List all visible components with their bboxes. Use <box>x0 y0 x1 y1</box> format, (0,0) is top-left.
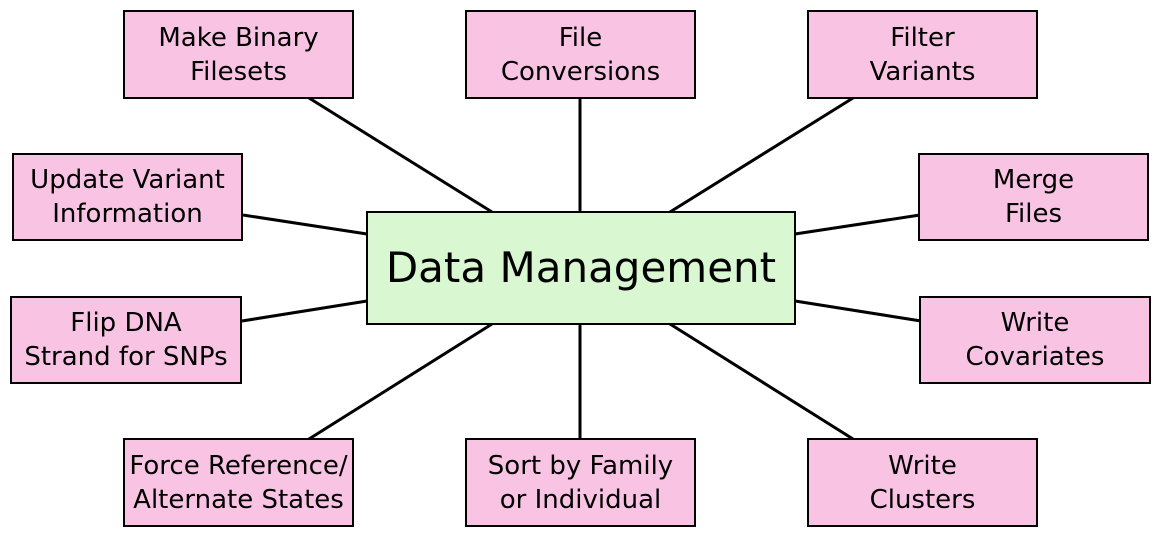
node-make-binary-filesets: Make Binary Filesets <box>123 10 354 99</box>
node-label-line: Alternate States <box>133 484 344 515</box>
node-label-line: File <box>558 22 603 53</box>
node-label-line: Clusters <box>869 484 976 515</box>
node-label-line: Write <box>1000 308 1070 338</box>
connector-write-covariates <box>794 299 922 323</box>
node-label-line: Covariates <box>965 342 1105 372</box>
node-label-line: or Individual <box>499 484 662 515</box>
node-label-line: Sort by Family <box>487 450 674 481</box>
node-merge-files: Merge Files <box>918 153 1149 241</box>
node-label-line: Conversions <box>500 56 661 87</box>
node-label-line: Information <box>52 199 203 229</box>
connector-flip-dna-strand <box>241 299 368 323</box>
node-write-covariates: Write Covariates <box>919 296 1151 384</box>
node-force-reference-alternate: Force Reference/ Alternate States <box>123 438 354 527</box>
node-filter-variants: Filter Variants <box>807 10 1038 99</box>
connector-force-reference-alternate <box>308 322 493 441</box>
node-label-line: Update Variant <box>30 165 225 195</box>
node-label-line: Filesets <box>190 56 287 87</box>
node-file-conversions: File Conversions <box>465 10 696 99</box>
node-label-line: Variants <box>869 56 976 87</box>
node-label-line: Files <box>1004 199 1063 229</box>
node-label-line: Strand for SNPs <box>24 342 228 372</box>
node-label-line: Force Reference/ <box>129 450 348 481</box>
center-node-data-management: Data Management <box>366 211 796 325</box>
connector-update-variant-information <box>242 213 368 236</box>
connector-write-clusters <box>669 322 854 441</box>
node-sort-by-family: Sort by Family or Individual <box>465 438 696 527</box>
center-node-label: Data Management <box>385 243 777 292</box>
node-label-line: Make Binary <box>158 22 319 53</box>
node-label-line: Flip DNA <box>70 308 182 338</box>
node-label-line: Write <box>888 450 957 481</box>
node-update-variant-information: Update Variant Information <box>12 153 243 241</box>
node-label-line: Merge <box>992 165 1075 195</box>
node-write-clusters: Write Clusters <box>807 438 1038 527</box>
node-label-line: Filter <box>890 22 955 53</box>
connector-filter-variants <box>669 96 854 214</box>
node-flip-dna-strand: Flip DNA Strand for SNPs <box>10 296 242 384</box>
connector-make-binary-filesets <box>308 96 493 214</box>
connector-merge-files <box>794 213 921 236</box>
